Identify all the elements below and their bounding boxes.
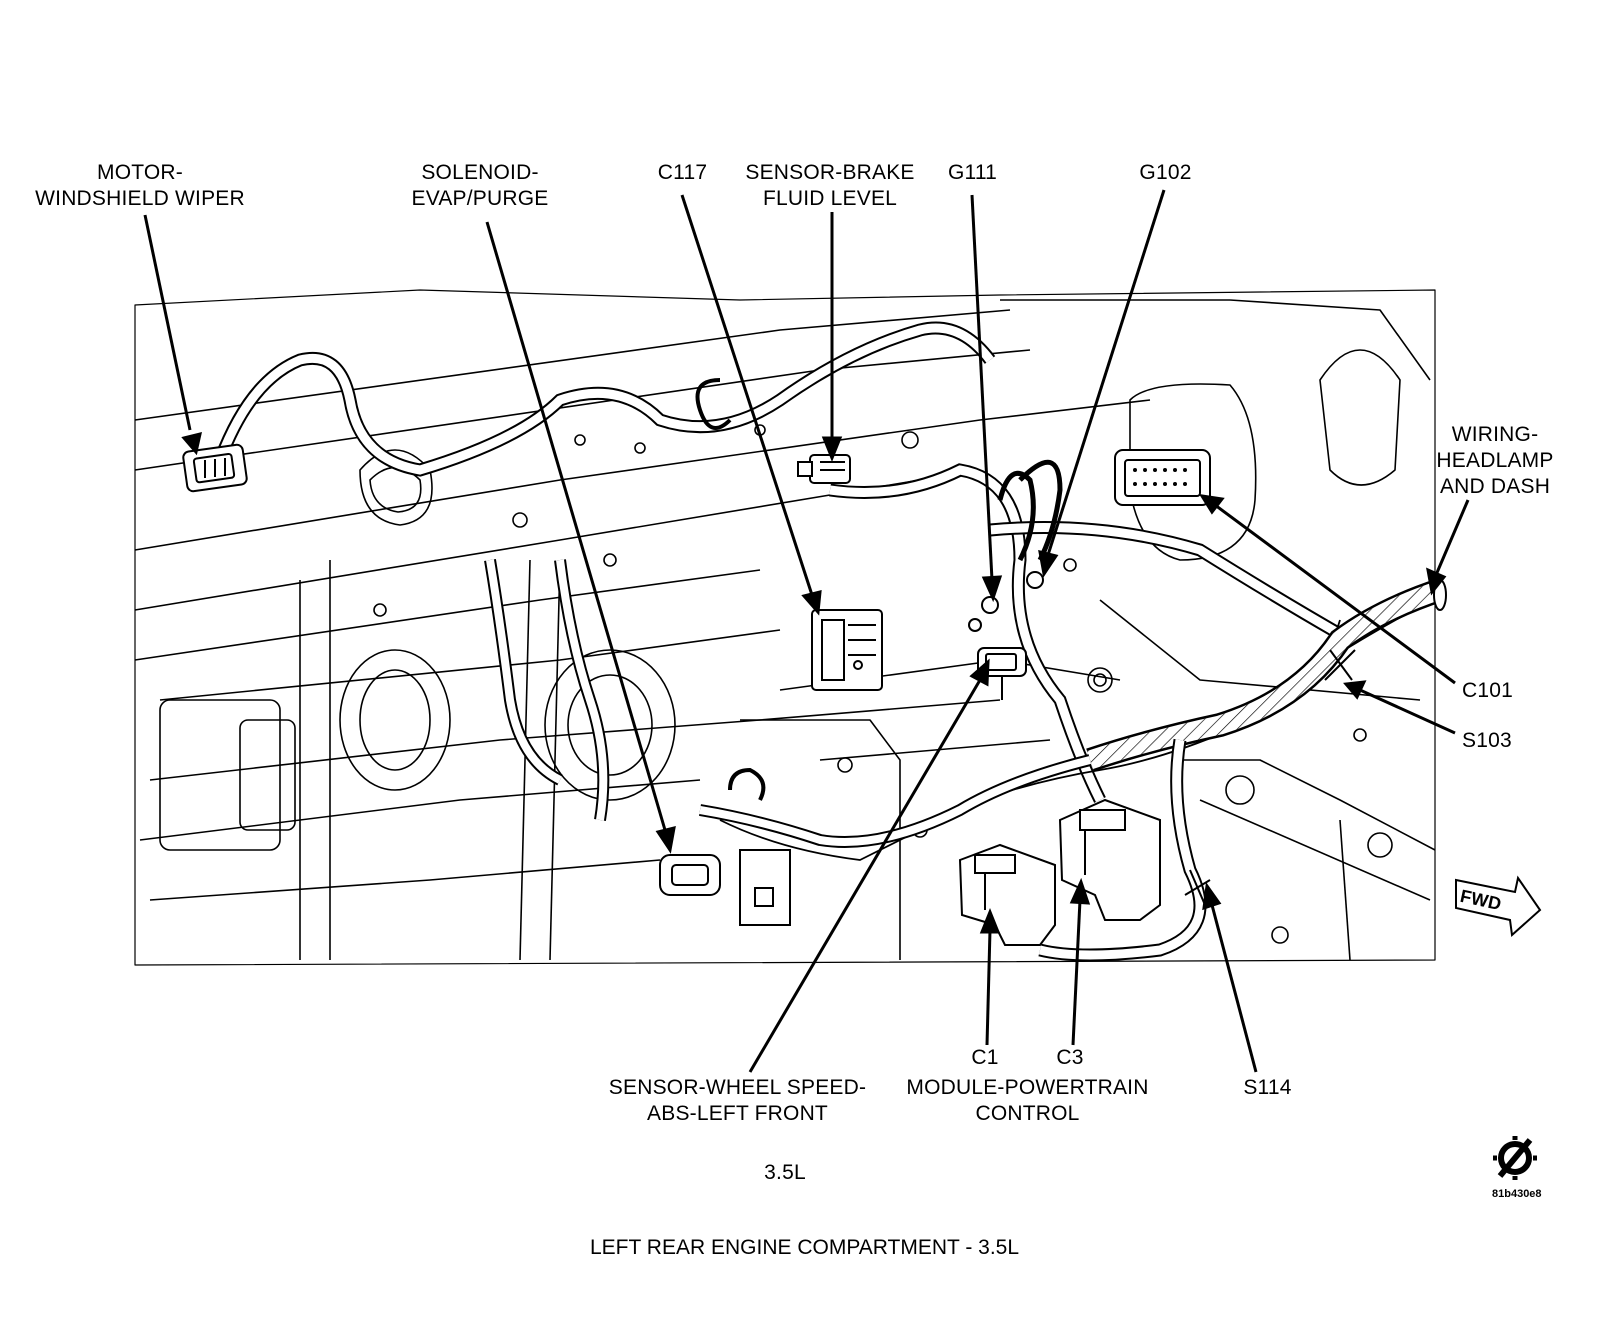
c101-label: C101 <box>1462 679 1514 702</box>
leader-lines <box>143 189 1470 1073</box>
motor-windshield-wiper-label: MOTOR- WINDSHIELD WIPER <box>20 160 260 212</box>
label-line: SOLENOID- <box>421 161 539 184</box>
c101-connector <box>1114 449 1211 506</box>
label-line: MOTOR- <box>97 161 183 184</box>
figure-code: 81b430e8 <box>1492 1188 1542 1200</box>
body-structure <box>134 289 1436 966</box>
c117-label: C117 <box>657 161 708 184</box>
s114-label: S114 <box>1243 1076 1292 1099</box>
label-line: ABS-LEFT FRONT <box>647 1102 828 1125</box>
label-line: WIRING- <box>1451 423 1539 446</box>
label-line: AND DASH <box>1439 475 1551 498</box>
s114-splice <box>1184 869 1211 906</box>
components <box>182 443 1447 946</box>
solenoid-evap-purge <box>659 849 791 926</box>
figure-caption: LEFT REAR ENGINE COMPARTMENT - 3.5L <box>590 1236 1020 1259</box>
solenoid-evap-purge-label: SOLENOID- EVAP/PURGE <box>390 160 570 212</box>
c117-connector <box>811 609 883 691</box>
sensor-brake-fluid-level-label: SENSOR-BRAKE FLUID LEVEL <box>730 160 930 212</box>
c1-label: C1 <box>971 1046 999 1069</box>
module-powertrain-control-label: MODULE-POWERTRAIN CONTROL <box>890 1075 1165 1127</box>
pcm-c1-connector <box>958 843 1056 946</box>
sensor-wheel-speed-label: SENSOR-WHEEL SPEED- ABS-LEFT FRONT <box>585 1075 890 1127</box>
label-line: CONTROL <box>975 1102 1080 1125</box>
c3-label: C3 <box>1056 1046 1084 1069</box>
wiring-headlamp-and-dash-label: WIRING- HEADLAMP AND DASH <box>1420 422 1570 500</box>
label-line: MODULE-POWERTRAIN <box>906 1076 1149 1099</box>
label-line: FLUID LEVEL <box>762 187 898 210</box>
wheel-speed-sensor-connector <box>977 647 1027 700</box>
g111-terminal <box>981 596 999 614</box>
s103-label: S103 <box>1462 729 1512 752</box>
label-line: EVAP/PURGE <box>411 187 549 210</box>
label-line: WINDSHIELD WIPER <box>35 187 245 210</box>
motor-wiper-connector <box>182 443 248 493</box>
wiring-harnesses <box>213 321 1444 962</box>
fwd-arrow <box>1455 875 1542 938</box>
gear-icon <box>1493 1136 1537 1180</box>
label-line: SENSOR-WHEEL SPEED- <box>608 1076 867 1099</box>
label-line: HEADLAMP <box>1436 449 1554 472</box>
brake-fluid-sensor <box>797 454 851 484</box>
g111-label: G111 <box>947 161 998 184</box>
s103-splice <box>1324 649 1356 681</box>
g102-terminal <box>1026 571 1044 589</box>
label-line: SENSOR-BRAKE <box>745 161 915 184</box>
g102-label: G102 <box>1139 161 1192 184</box>
engine-label: 3.5L <box>764 1161 806 1184</box>
